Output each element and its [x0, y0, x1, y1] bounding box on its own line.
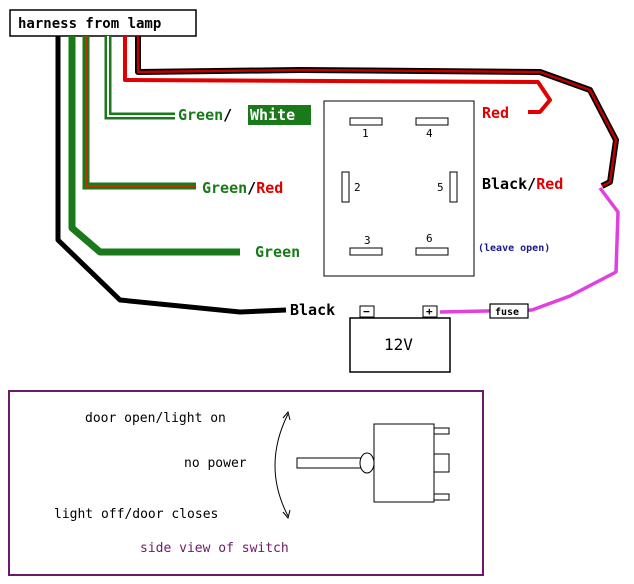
- wire-red: [123, 36, 552, 114]
- battery-pos-label: +: [426, 305, 433, 318]
- switch-terminal-top: [433, 427, 450, 435]
- relay-box: 1 4 2 5 3 6: [323, 100, 475, 277]
- white-label-bg: [248, 105, 311, 125]
- wire-green-white: [104, 36, 175, 120]
- battery-neg-terminal: [359, 305, 375, 318]
- battery-pos-terminal: [422, 305, 438, 318]
- wire-black: [55, 36, 287, 315]
- switch-pivot: [359, 452, 375, 474]
- relay-pin-label-6: 6: [426, 232, 433, 245]
- side-view-top-label: door open/light on: [85, 411, 226, 426]
- harness-box: harness from lamp: [9, 9, 197, 37]
- wire-green: [68, 36, 240, 256]
- battery-label: 12V: [384, 335, 413, 354]
- relay-pin-label-4: 4: [426, 127, 433, 140]
- label-red: Red: [482, 104, 509, 122]
- leave-open-note: (leave open): [478, 243, 550, 254]
- relay-pin-label-3: 3: [364, 234, 371, 247]
- relay-pin-3: [349, 247, 383, 256]
- relay-pin-1: [349, 117, 383, 126]
- label-green-red: Green/Red: [202, 179, 283, 197]
- side-view-caption: side view of switch: [140, 541, 289, 556]
- label-black-red: Black/Red: [482, 175, 563, 193]
- label-green: Green: [255, 243, 300, 261]
- relay-pin-label-2: 2: [354, 181, 361, 194]
- wire-green-red: [82, 36, 196, 190]
- switch-terminal-mid: [433, 453, 450, 473]
- rotation-arrow-icon: [274, 413, 289, 517]
- side-view-bottom-label: light off/door closes: [54, 507, 218, 522]
- relay-pin-4: [415, 117, 449, 126]
- relay-pin-5: [449, 171, 458, 203]
- switch-lever: [296, 457, 362, 469]
- harness-label: harness from lamp: [18, 16, 161, 32]
- label-green-white: Green/: [178, 106, 232, 124]
- switch-terminal-bottom: [433, 493, 450, 501]
- relay-pin-label-5: 5: [437, 181, 444, 194]
- label-white: White: [250, 106, 295, 124]
- label-black: Black: [290, 301, 335, 319]
- relay-pin-label-1: 1: [362, 127, 369, 140]
- switch-body: [373, 423, 435, 503]
- battery: − + 12V: [349, 305, 451, 373]
- side-view-mid-label: no power: [184, 456, 247, 471]
- fuse: fuse: [489, 303, 529, 319]
- wire-black-red-pair: [135, 36, 619, 189]
- fuse-label: fuse: [495, 307, 519, 318]
- battery-neg-label: −: [363, 305, 370, 318]
- relay-pin-6: [415, 247, 449, 256]
- side-view-panel: door open/light on no power light off/do…: [8, 390, 484, 576]
- relay-pin-2: [341, 171, 350, 203]
